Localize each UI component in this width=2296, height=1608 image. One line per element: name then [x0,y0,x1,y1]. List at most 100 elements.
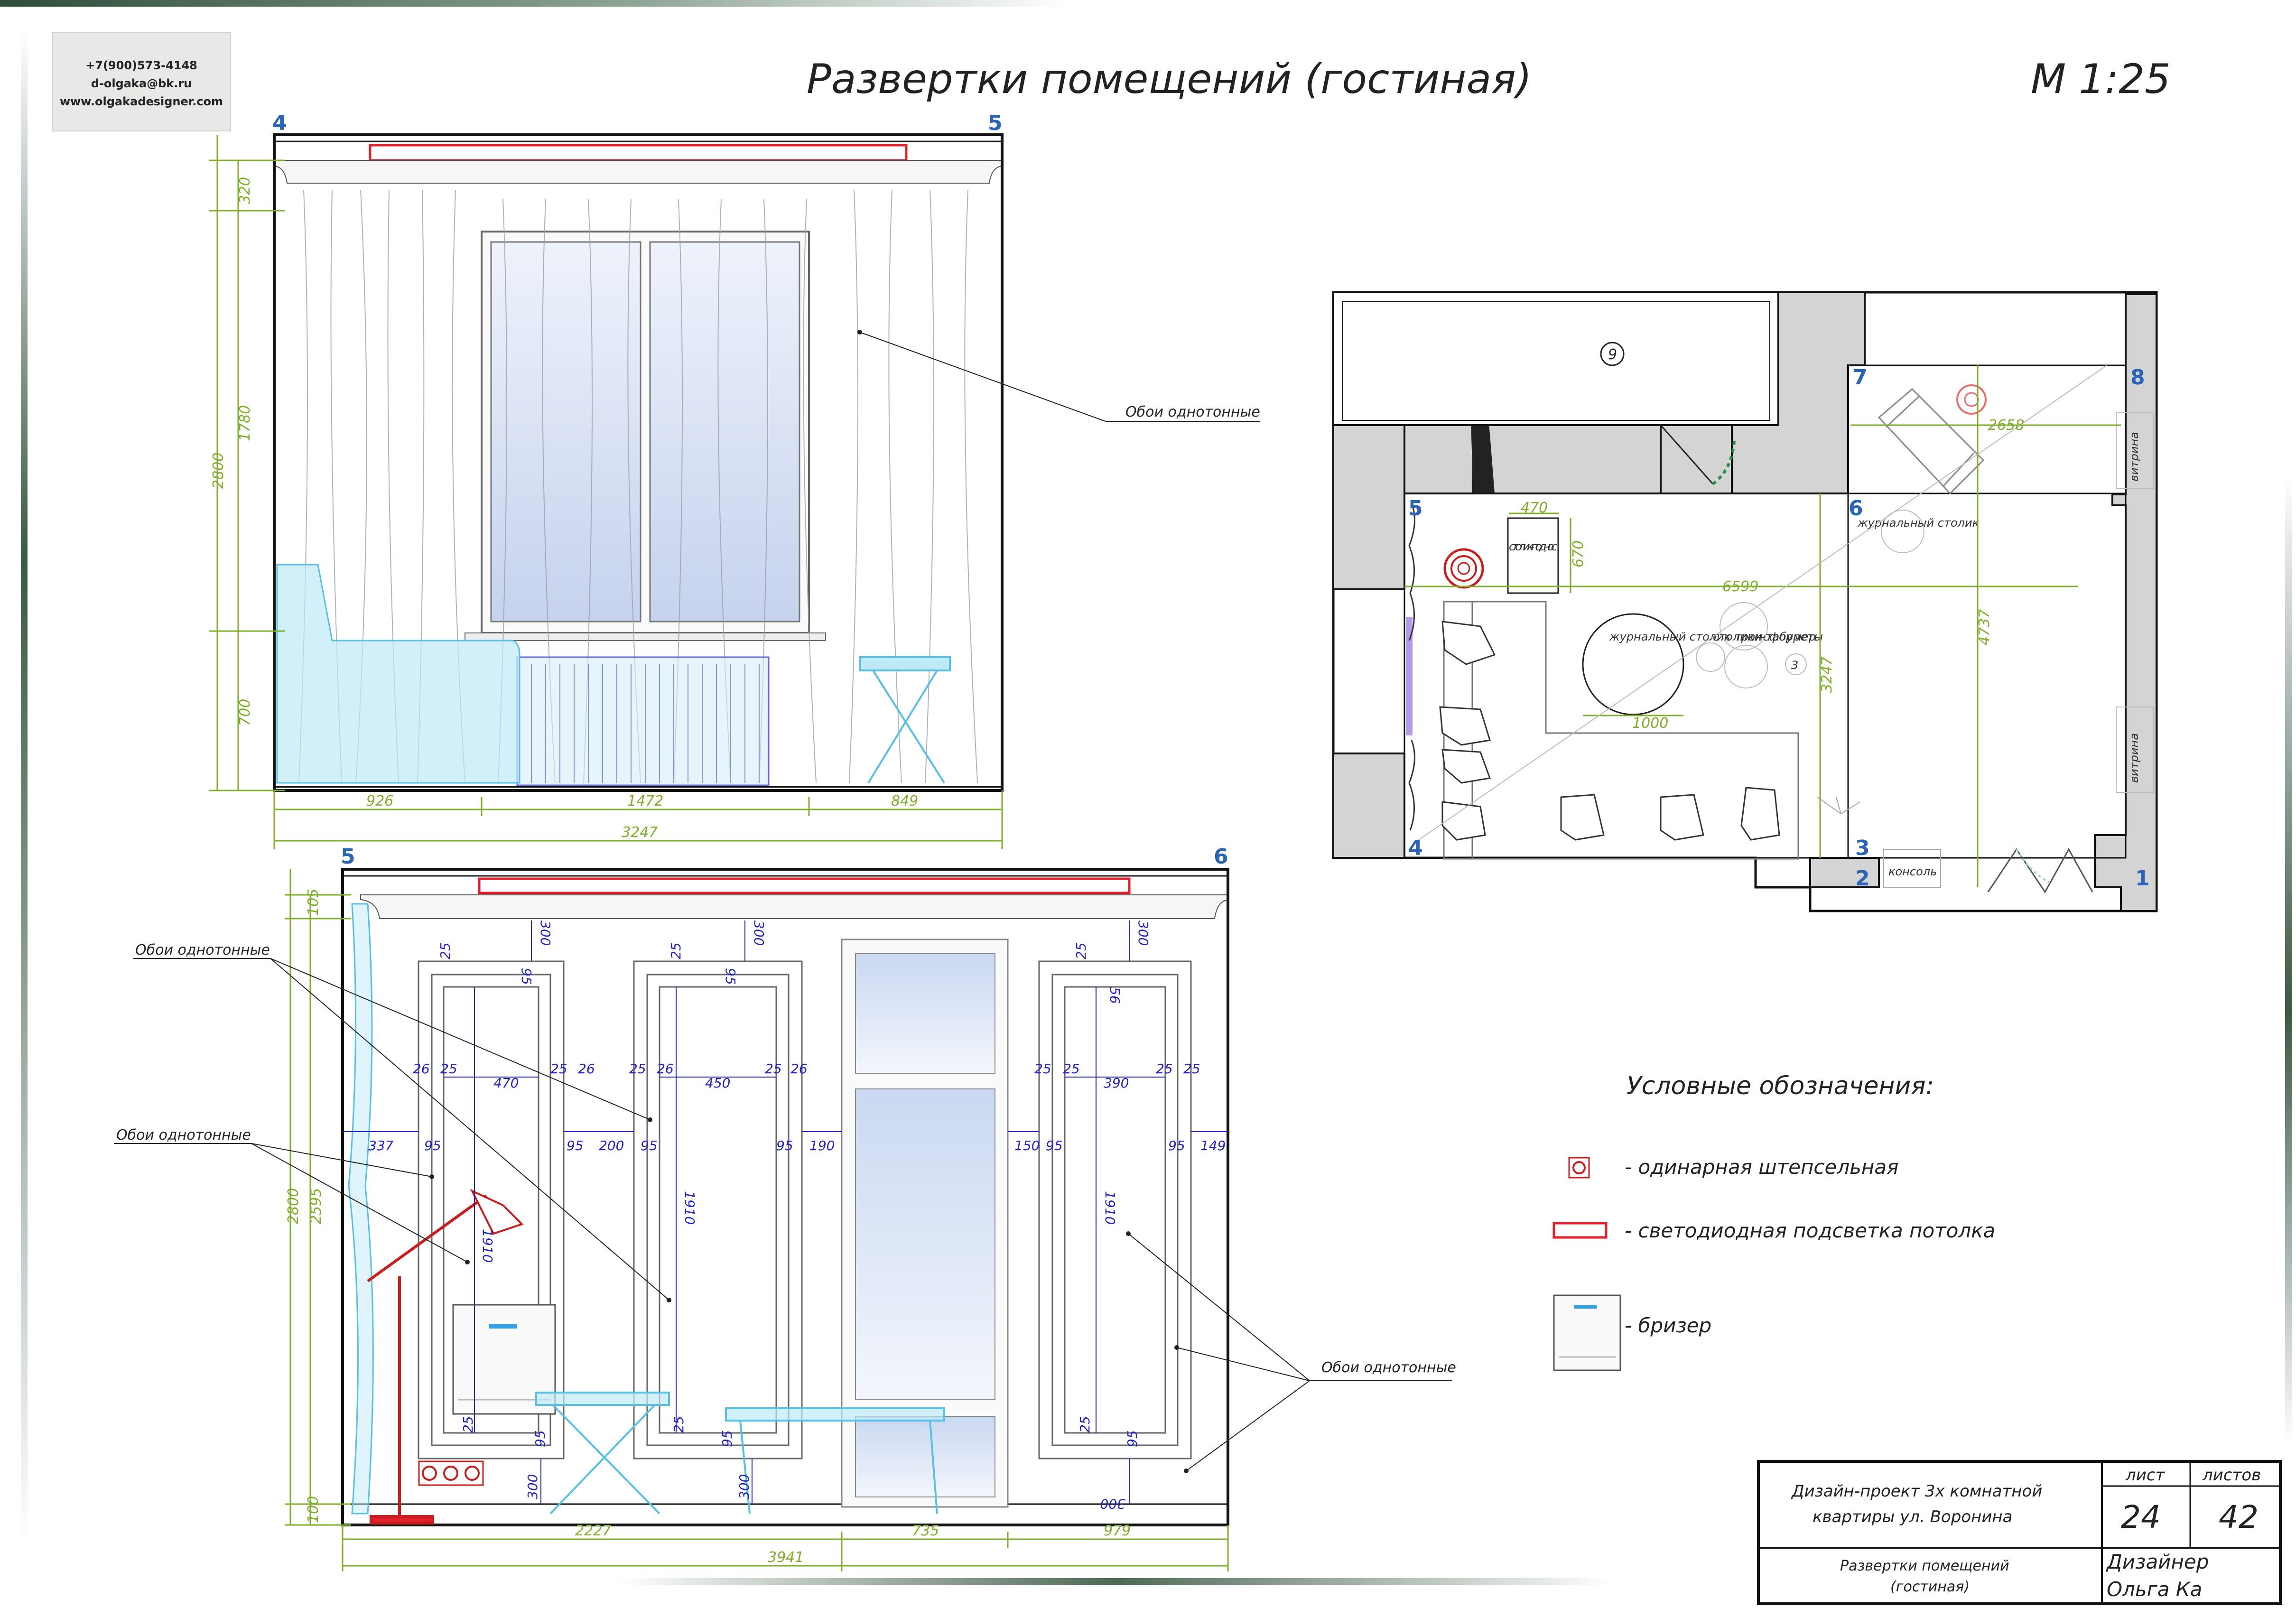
dim-panel-height-1: 1910 [480,1229,495,1263]
dim-side-150: 150 [1014,1138,1040,1153]
dim-panel-width-2: 450 [705,1075,730,1091]
plan-mark-4: 4 [1408,836,1423,860]
plan-mark-6: 6 [1849,496,1863,521]
dim-top-3247: 3247 [622,824,658,841]
legend: Условные обозначения: - одинарная штепсе… [1552,1072,1995,1371]
dim-frame-26-d: 26 [790,1061,808,1077]
dim-bottom-gap-3: 300 [1100,1496,1125,1512]
plan-mark-7: 7 [1853,365,1868,390]
socket-icon [1568,1157,1590,1179]
dim-bottom-2227: 2227 [575,1523,611,1539]
elevation-mark-4-top: 4 [272,111,287,135]
plan-coffee-table [1582,613,1684,716]
dim-panel-height-3: 1910 [1102,1191,1118,1225]
window-glass-left [490,241,641,623]
dim-frame-25-d: 25 [440,1061,457,1077]
label-showcase-2: витрина [2128,733,2141,783]
stamp-sheet-number: 24 [2121,1499,2161,1535]
stamp-sheets-label: листов [2202,1466,2261,1485]
stool [859,656,951,784]
legend-breather: - бризер [1625,1314,1711,1337]
bottom-border-bar [617,1578,1613,1585]
dim-top-gap-3: 300 [1135,920,1151,946]
dim-frame-95-g: 95 [1046,1138,1063,1153]
plan-room-number: 9 [1608,346,1617,363]
dim-frame-25-c: 25 [1073,942,1089,959]
floor-lamp [367,1189,524,1524]
plan-mark-1: 1 [2135,866,2150,891]
dim-bottom-735: 735 [912,1523,939,1539]
label-magazine-table: журнальный столик [1857,516,1980,530]
dim-bottom-gap-2: 300 [736,1474,752,1499]
dim-bottom-gap-1: 300 [525,1474,540,1499]
dim-frame-95-a: 95 [519,968,534,985]
plan-dim-4737: 4737 [1976,609,1993,645]
dim-frame-95-k: 95 [1125,1430,1140,1447]
dim-bottom-979: 979 [1104,1523,1131,1539]
right-border-bar [2285,474,2292,1447]
dim-panel-width-1: 470 [493,1075,519,1091]
contact-block: +7(900)573-4148 d-olgaka@bk.ru www.olgak… [52,32,231,131]
dim-top-2800: 2800 [210,453,227,489]
dim-frame-26-a: 26 [413,1061,430,1077]
window-sill [465,632,826,641]
sockets [418,1460,484,1486]
dim-side-337: 337 [368,1138,394,1153]
dim-frame-25-k: 25 [1183,1061,1200,1077]
dim-frame-25-a: 25 [437,942,453,959]
tray-table [1507,517,1559,594]
contact-phone: +7(900)573-4148 [85,59,197,72]
dim-frame-95-b: 95 [723,968,738,985]
dim-top-926: 926 [366,793,393,809]
dim-frame-25-e: 25 [550,1061,567,1077]
dim-top-gap-2: 300 [751,920,767,946]
led-strip-top [369,144,908,162]
plan-dim-1000: 1000 [1632,715,1668,732]
page-title: Развертки помещений (гостиная) [807,56,1532,103]
led-strip-icon [1552,1222,1608,1239]
dim-top-320: 320 [237,177,253,204]
dim-frame-95-e: 95 [641,1138,658,1153]
dim-frame-25-f: 25 [629,1061,646,1077]
contact-email: d-olgaka@bk.ru [91,77,192,90]
dim-frame-25-j: 25 [1156,1061,1173,1077]
dim-top-1780: 1780 [237,405,253,441]
dim-top-gap-1: 300 [538,920,553,946]
stamp-sheet-label: лист [2125,1466,2166,1485]
label-plan-3: 3 [1791,659,1798,672]
title-stamp: Дизайн-проект 3х комнатной квартиры ул. … [1757,1460,2282,1605]
left-border-bar [21,28,28,1547]
stamp-drawing-line2: (гостиная) [1890,1579,1970,1595]
stamp-drawing-line1: Развертки помещений [1840,1558,2009,1574]
dim-bottom-2800: 2800 [285,1188,302,1224]
drawing-scale: М 1:25 [2031,56,2171,103]
plan-dim-6599: 6599 [1722,578,1758,595]
elevation-panel-wall: 5 6 470 450 390 1910 1910 1910 300 300 3… [114,845,1456,1571]
stamp-project-line1: Дизайн-проект 3х комнатной [1791,1482,2042,1501]
elevation-mark-6-bottom: 6 [1214,845,1228,869]
dim-frame-26-c: 26 [657,1061,674,1077]
dim-bottom-105: 105 [305,889,322,916]
label-tray-table: столик-поднос [1509,540,1557,553]
label-showcase-1: витрина [2128,432,2141,482]
dim-bottom-3941: 3941 [768,1549,804,1566]
dim-bottom-100: 100 [305,1496,322,1523]
dim-top-849: 849 [891,793,918,809]
plan-mark-3: 3 [1855,836,1870,860]
legend-title: Условные обозначения: [1627,1072,1934,1100]
stamp-author: Ольга Ка [2107,1578,2202,1601]
dim-top-1472: 1472 [627,793,663,809]
elevation-mark-5-bottom: 5 [341,845,355,869]
label-console: консоль [1888,865,1937,878]
dim-top-700: 700 [237,699,253,726]
dim-frame-95-i: 95 [532,1430,548,1447]
dim-frame-95-f: 95 [776,1138,793,1153]
plan-mark-2: 2 [1855,866,1870,891]
plan-dim-670: 670 [1570,540,1587,567]
dim-panel-width-3: 390 [1104,1075,1129,1091]
elevation-mark-5-top: 5 [988,111,1003,135]
dim-frame-26-b: 26 [578,1061,595,1077]
radiator [516,656,770,786]
dim-frame-25-b: 25 [668,942,684,959]
